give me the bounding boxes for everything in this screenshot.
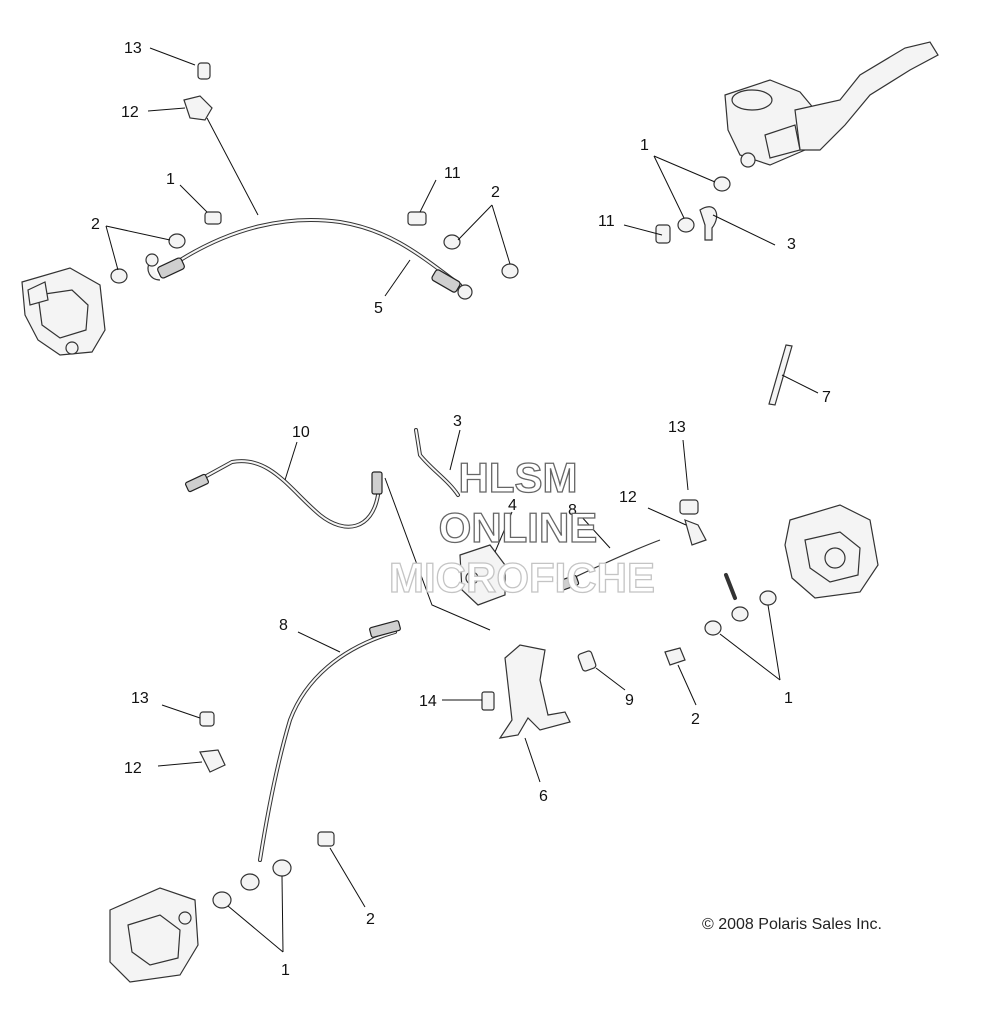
callout-14: 14	[419, 693, 437, 710]
callout-7: 7	[822, 389, 831, 406]
callout-13-top: 13	[124, 40, 142, 57]
callout-2-lower-right: 2	[691, 711, 700, 728]
watermark: HLSM ONLINE MICROFICHE	[388, 453, 655, 601]
callout-13-right: 13	[668, 419, 686, 436]
copyright-notice: © 2008 Polaris Sales Inc.	[702, 916, 882, 933]
callout-13-lower-left: 13	[131, 690, 149, 707]
callout-1-upper-left: 1	[166, 171, 175, 188]
callout-12-lower-left: 12	[124, 760, 142, 777]
upper-brake-hose	[145, 218, 473, 300]
callout-4: 4	[508, 497, 517, 514]
rear-right-caliper	[664, 499, 879, 666]
callout-1-lower: 1	[281, 962, 290, 979]
line-clip-strip	[768, 344, 793, 406]
upper-fasteners	[110, 62, 731, 284]
callout-2-upper-left: 2	[91, 216, 100, 233]
front-left-caliper	[21, 267, 106, 356]
callout-12-top: 12	[121, 104, 139, 121]
callout-12-right: 12	[619, 489, 637, 506]
callout-10: 10	[292, 424, 310, 441]
callout-5: 5	[374, 300, 383, 317]
callout-3-master-cylinder: 3	[787, 236, 796, 253]
callout-3-middle: 3	[453, 413, 462, 430]
lower-line-and-caliper	[109, 620, 401, 983]
callout-11-upper: 11	[444, 165, 461, 182]
bracket-and-fasteners	[481, 644, 597, 739]
watermark-line-1: HLSM	[459, 454, 578, 501]
master-cylinder-lever	[724, 41, 939, 168]
callout-1-lower-right: 1	[784, 690, 793, 707]
leader-lines	[105, 47, 819, 953]
callout-8-lower: 8	[279, 617, 288, 634]
middle-lines	[184, 428, 661, 631]
callout-8-middle: 8	[568, 502, 577, 519]
callout-labels: 13 12 1 2 11 2 5 1 11 3 7 10 3 4 8 13 12…	[91, 40, 831, 979]
callout-2-lower: 2	[366, 911, 375, 928]
callout-9: 9	[625, 692, 634, 709]
callout-6: 6	[539, 788, 548, 805]
callout-1-master-cylinder: 1	[640, 137, 649, 154]
callout-2-upper-right: 2	[491, 184, 500, 201]
callout-11-master-cylinder: 11	[598, 213, 615, 230]
watermark-line-3: MICROFICHE	[389, 554, 655, 601]
watermark-line-2: ONLINE	[439, 504, 598, 551]
